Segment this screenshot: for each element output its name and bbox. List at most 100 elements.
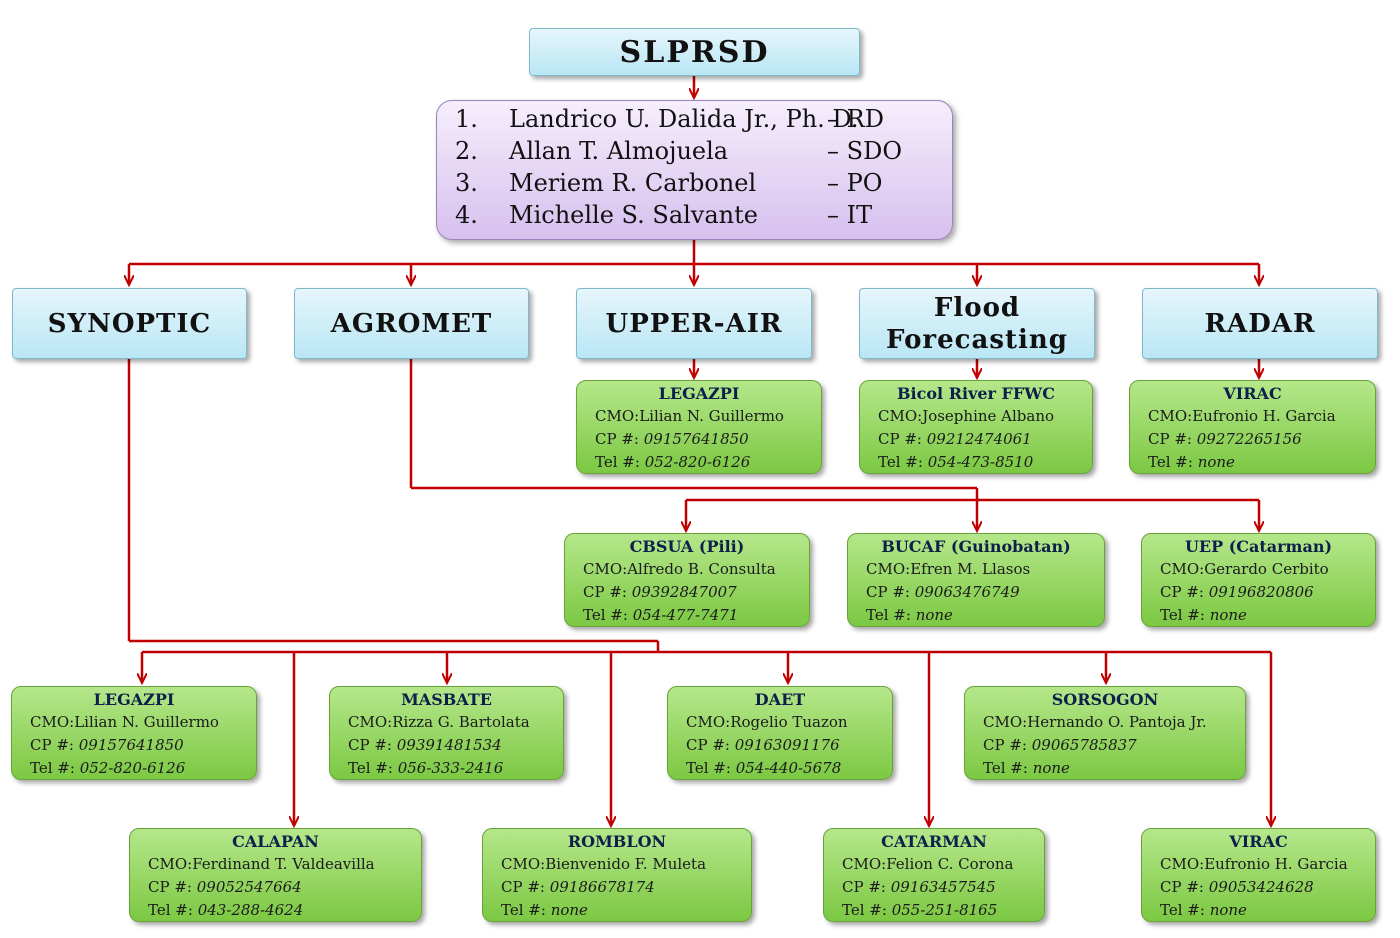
tel-label: Tel #:: [148, 901, 193, 919]
dept-flood-forecasting: Flood Forecasting: [859, 288, 1095, 359]
tel-label: Tel #:: [348, 759, 393, 777]
station-name: VIRAC: [1229, 832, 1288, 851]
tel-number: none: [550, 901, 588, 919]
cmo-label: CMO:: [501, 855, 546, 873]
dept-radar-label: RADAR: [1204, 308, 1316, 339]
tel-label: Tel #:: [501, 901, 546, 919]
cmo-label: CMO:: [148, 855, 193, 873]
cp-label: CP #:: [1160, 878, 1204, 896]
station-cp: CP #: 09391481534: [348, 734, 563, 757]
cp-number: 09212474061: [926, 430, 1032, 448]
tel-label: Tel #:: [686, 759, 731, 777]
station-name: SORSOGON: [1051, 690, 1159, 709]
station-cmo: CMO:Lilian N. Guillermo: [595, 405, 821, 428]
station-name: LEGAZPI: [658, 384, 740, 403]
cp-number: 09052547664: [196, 878, 302, 896]
station-name: CALAPAN: [232, 832, 319, 851]
cp-label: CP #:: [348, 736, 392, 754]
tel-number: 054-473-8510: [927, 453, 1034, 471]
cmo-name: Josephine Albano: [922, 407, 1055, 425]
org-title: SLPRSD: [529, 28, 860, 76]
staff-box: 1. Landrico U. Dalida Jr., Ph. D. – RD 2…: [436, 100, 953, 240]
station-tel: Tel #: 054-473-8510: [878, 451, 1092, 474]
station-name: BUCAF (Guinobatan): [881, 537, 1071, 556]
station-cmo: CMO:Josephine Albano: [878, 405, 1092, 428]
cp-label: CP #:: [686, 736, 730, 754]
staff-number: 2.: [455, 137, 478, 165]
staff-number: 1.: [455, 105, 478, 133]
station-cp: CP #: 09272265156: [1148, 428, 1375, 451]
cp-number: 09163457545: [890, 878, 996, 896]
station-cmo: CMO:Efren M. Llasos: [866, 558, 1104, 581]
station-cp: CP #: 09163091176: [686, 734, 892, 757]
staff-role: – SDO: [827, 137, 902, 165]
station-cp: CP #: 09196820806: [1160, 581, 1375, 604]
staff-role: – PO: [827, 169, 883, 197]
station-cp: CP #: 09063476749: [866, 581, 1104, 604]
station-tel: Tel #: 054-477-7471: [583, 604, 809, 627]
cp-number: 09157641850: [78, 736, 184, 754]
cmo-label: CMO:: [983, 713, 1028, 731]
cp-label: CP #:: [1148, 430, 1192, 448]
cmo-label: CMO:: [583, 560, 628, 578]
station-cp: CP #: 09392847007: [583, 581, 809, 604]
station-tel: Tel #: 052-820-6126: [595, 451, 821, 474]
cp-number: 09391481534: [396, 736, 502, 754]
org-title-text: SLPRSD: [619, 34, 770, 70]
tel-number: none: [915, 606, 953, 624]
station-tel: Tel #: 052-820-6126: [30, 757, 256, 780]
cp-number: 09065785837: [1031, 736, 1137, 754]
cmo-name: Lilian N. Guillermo: [74, 713, 219, 731]
tel-number: 052-820-6126: [644, 453, 751, 471]
station-cmo: CMO:Bienvenido F. Muleta: [501, 853, 751, 876]
cp-number: 09186678174: [549, 878, 655, 896]
station-name: MASBATE: [401, 690, 492, 709]
tel-number: none: [1209, 901, 1247, 919]
station-tel: Tel #: none: [1148, 451, 1375, 474]
station-name: CATARMAN: [881, 832, 987, 851]
station-cp: CP #: 09052547664: [148, 876, 421, 899]
cmo-name: Eufronio H. Garcia: [1204, 855, 1348, 873]
tel-number: none: [1209, 606, 1247, 624]
staff-name: Landrico U. Dalida Jr., Ph. D.: [509, 105, 859, 133]
dept-upper-air: UPPER-AIR: [576, 288, 812, 359]
station-cmo: CMO:Felion C. Corona: [842, 853, 1044, 876]
station-cmo: CMO:Rizza G. Bartolata: [348, 711, 563, 734]
cmo-name: Eufronio H. Garcia: [1192, 407, 1336, 425]
cp-number: 09163091176: [734, 736, 840, 754]
station-tel: Tel #: none: [866, 604, 1104, 627]
dept-upper-air-label: UPPER-AIR: [605, 308, 783, 339]
tel-label: Tel #:: [878, 453, 923, 471]
dept-synoptic-label: SYNOPTIC: [47, 308, 212, 339]
station-cmo: CMO:Eufronio H. Garcia: [1160, 853, 1375, 876]
cp-label: CP #:: [1160, 583, 1204, 601]
station-cmo: CMO:Eufronio H. Garcia: [1148, 405, 1375, 428]
station-tel: Tel #: none: [501, 899, 751, 922]
cmo-name: Gerardo Cerbito: [1204, 560, 1329, 578]
cp-number: 09063476749: [914, 583, 1020, 601]
tel-number: 056-333-2416: [397, 759, 504, 777]
station-tel: Tel #: none: [1160, 604, 1375, 627]
station-card-calapan: CALAPAN CMO:Ferdinand T. Valdeavilla CP #:…: [129, 828, 422, 922]
cmo-label: CMO:: [686, 713, 731, 731]
tel-number: 054-477-7471: [632, 606, 739, 624]
cp-label: CP #:: [878, 430, 922, 448]
station-cmo: CMO:Hernando O. Pantoja Jr.: [983, 711, 1245, 734]
station-cp: CP #: 09157641850: [30, 734, 256, 757]
cmo-label: CMO:: [866, 560, 911, 578]
cp-label: CP #:: [866, 583, 910, 601]
staff-role: – RD: [827, 105, 884, 133]
tel-number: none: [1032, 759, 1070, 777]
staff-name: Michelle S. Salvante: [509, 201, 758, 229]
tel-label: Tel #:: [1148, 453, 1193, 471]
dept-synoptic: SYNOPTIC: [12, 288, 247, 359]
staff-name: Allan T. Almojuela: [509, 137, 729, 165]
station-name: LEGAZPI: [93, 690, 175, 709]
cmo-label: CMO:: [878, 407, 923, 425]
cmo-name: Ferdinand T. Valdeavilla: [192, 855, 375, 873]
